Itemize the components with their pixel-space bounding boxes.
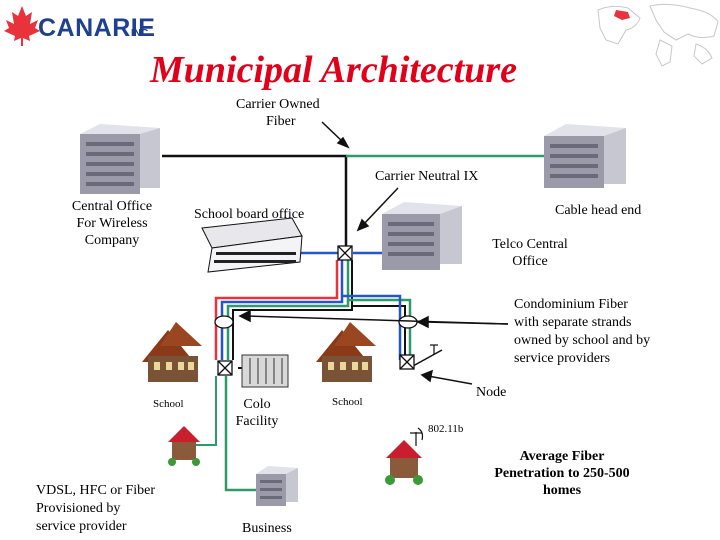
splice-right <box>398 315 418 329</box>
blue-fiber <box>220 260 344 360</box>
arrow-carrier-ix <box>361 187 399 227</box>
label-wifi-802-11b: 802.11b <box>428 423 464 435</box>
school-building-icon-left <box>142 322 202 382</box>
label-school-right: School <box>332 396 363 408</box>
label-business: Business <box>242 521 292 536</box>
label-condominium-fiber: Condominium Fiber with separate strands … <box>514 297 651 366</box>
label-average-fiber: Average Fiber Penetration to 250-500 hom… <box>494 449 630 498</box>
label-school-board-office: School board office <box>194 207 305 222</box>
server-icon-telco-central-office <box>382 202 462 270</box>
label-cable-head-end: Cable head end <box>555 203 642 218</box>
black-fiber <box>232 260 353 360</box>
house-icon-wifi <box>385 440 423 485</box>
logo-name: CANARIE <box>38 14 156 42</box>
splice-left <box>214 315 234 329</box>
condo-fiber-green <box>348 298 412 360</box>
school-building-icon-right <box>316 322 376 382</box>
label-carrier-neutral-ix: Carrier Neutral IX <box>375 169 479 184</box>
page-title: Municipal Architecture <box>150 49 518 91</box>
business-fiber <box>224 376 258 492</box>
maple-leaf-icon <box>4 6 40 46</box>
label-school-left: School <box>153 398 184 410</box>
label-carrier-owned-fiber: Carrier Owned Fiber <box>236 97 320 129</box>
condo-fiber-black <box>352 305 406 360</box>
green-fiber <box>226 260 350 360</box>
arrow-node <box>427 375 473 385</box>
server-icon-business <box>256 466 298 506</box>
label-central-office: Central Office For Wireless Company <box>71 199 153 248</box>
arrow-condo-right <box>423 321 509 325</box>
arrow-carrier-fiber <box>321 121 345 144</box>
vdsl-fiber <box>196 376 217 446</box>
server-icon-cable-head-end <box>544 124 626 188</box>
world-map-icon <box>597 3 719 67</box>
canada-highlight <box>614 10 630 20</box>
label-colo-facility: Colo Facility <box>235 397 279 429</box>
house-icon-vdsl <box>168 426 200 466</box>
logo-suffix: INC. <box>131 28 151 39</box>
colo-facility-icon <box>241 354 289 388</box>
red-fiber <box>214 260 339 360</box>
label-vdsl: VDSL, HFC or Fiber Provisioned by servic… <box>36 483 156 534</box>
server-icon-central-office <box>80 124 160 194</box>
condo-fiber-blue <box>342 294 402 360</box>
label-node: Node <box>476 385 507 400</box>
school-board-building-icon <box>201 217 303 273</box>
label-telco-central-office: Telco Central Office <box>492 237 568 269</box>
